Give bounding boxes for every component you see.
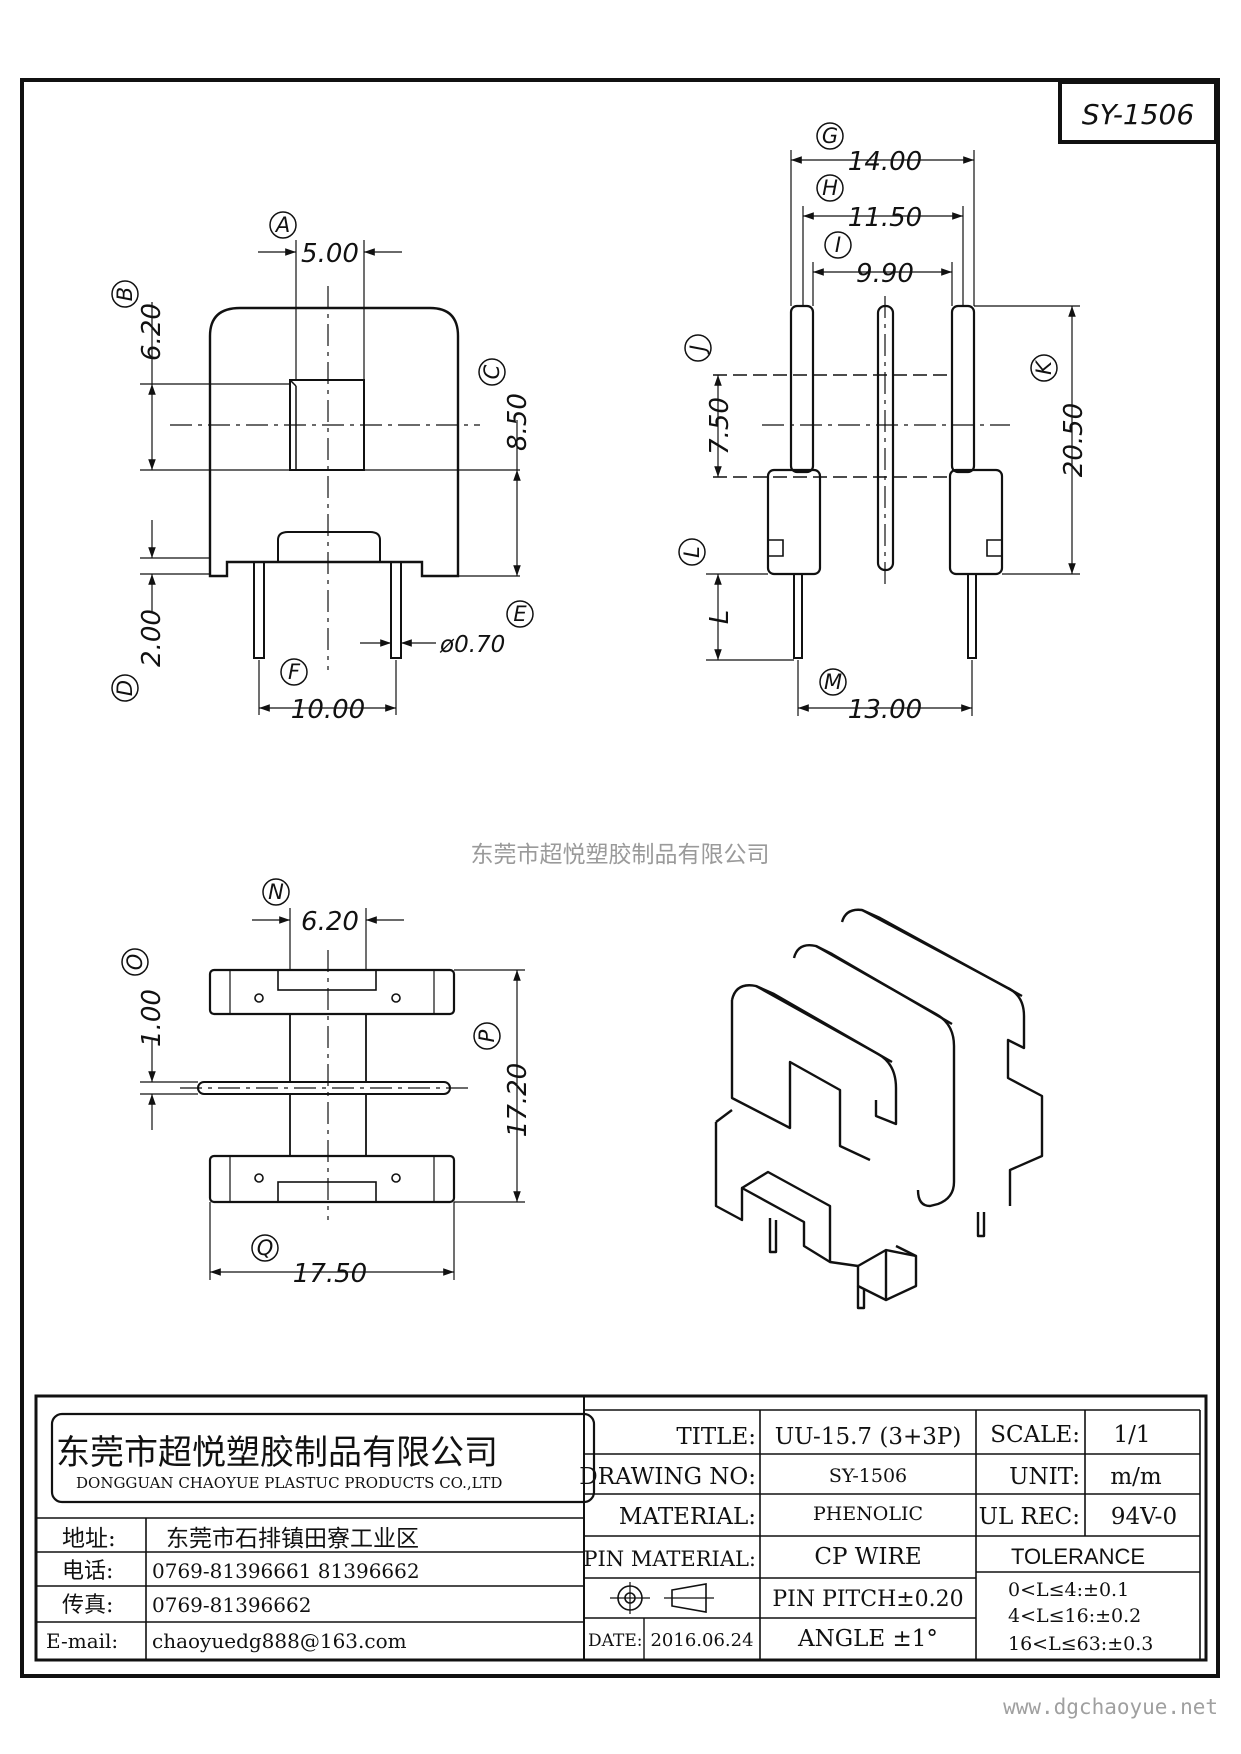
callout-H: H (822, 176, 838, 200)
callout-M: M (824, 670, 842, 694)
tolerance-row-1: 0<L≤4:±0.1 (1008, 1579, 1129, 1601)
callout-P: P (475, 1029, 499, 1042)
phone-value: 0769-81396661 81396662 (152, 1559, 420, 1583)
sheet-frame (20, 78, 1220, 1678)
dim-I: 9.90 (856, 259, 914, 289)
fax-value: 0769-81396662 (152, 1593, 311, 1617)
tolerance-row-3: 16<L≤63:±0.3 (1008, 1633, 1153, 1655)
dim-E: ø0.70 (439, 632, 505, 658)
callout-letters: A B C D E F G H I J K L M N O P Q (113, 124, 1056, 1260)
front-view (140, 240, 521, 715)
address-value: 东莞市石排镇田寮工业区 (166, 1526, 419, 1552)
tolerance-title: TOLERANCE (1011, 1544, 1145, 1569)
title-label: TITLE: (676, 1424, 756, 1450)
watermark-text: 东莞市超悦塑胶制品有限公司 (471, 842, 770, 868)
side-view (706, 150, 1080, 716)
isometric-view (714, 908, 1044, 1310)
part-number: SY-1506 (1082, 98, 1194, 131)
callout-O: O (123, 954, 147, 971)
callout-Q: Q (257, 1236, 274, 1260)
callout-markers (111, 122, 1058, 1262)
dim-Q: 17.50 (293, 1259, 367, 1289)
tolerance-row-2: 4<L≤16:±0.2 (1008, 1605, 1141, 1627)
callout-N: N (268, 880, 284, 904)
company-name-en: DONGGUAN CHAOYUE PLASTUC PRODUCTS CO.,LT… (76, 1474, 502, 1492)
drawing-no-label: DRAWING NO: (579, 1464, 756, 1490)
callout-A: A (274, 213, 290, 237)
dim-J: 7.50 (705, 397, 735, 455)
website-text: www.dgchaoyue.net (1003, 1695, 1218, 1719)
material-label: MATERIAL: (619, 1504, 756, 1530)
callout-E: E (513, 602, 527, 626)
dim-F: 10.00 (291, 695, 365, 725)
title-value: UU-15.7 (3+3P) (775, 1424, 962, 1450)
unit-label: UNIT: (1009, 1464, 1080, 1490)
date-value: 2016.06.24 (650, 1630, 753, 1651)
address-label: 地址: (62, 1526, 116, 1552)
callout-I: I (835, 233, 841, 257)
callout-D: D (113, 680, 137, 696)
email-label: E-mail: (46, 1629, 118, 1653)
scale-value: 1/1 (1113, 1422, 1150, 1448)
ul-rec-label: UL REC: (979, 1504, 1080, 1530)
dim-N: 6.20 (301, 907, 359, 937)
dim-C: 8.50 (503, 393, 533, 451)
pin-pitch: PIN PITCH±0.20 (772, 1587, 963, 1612)
phone-label: 电话: (62, 1559, 113, 1584)
scale-label: SCALE: (990, 1422, 1080, 1448)
unit-value: m/m (1110, 1464, 1162, 1490)
dim-O: 1.00 (137, 989, 167, 1047)
dim-G: 14.00 (848, 147, 922, 177)
callout-G: G (822, 124, 838, 148)
dim-P: 17.20 (503, 1063, 533, 1137)
pin-material-label: PIN MATERIAL: (583, 1547, 756, 1571)
top-view (140, 908, 525, 1280)
title-block-grid (34, 1394, 1208, 1662)
callout-B: B (113, 287, 137, 301)
callout-L: L (680, 546, 704, 558)
dim-M: 13.00 (848, 695, 922, 725)
part-number-box (1058, 80, 1218, 144)
dim-H: 11.50 (848, 203, 922, 233)
angle-tolerance: ANGLE ±1° (797, 1626, 938, 1652)
dim-K: 20.50 (1059, 403, 1089, 477)
material-value: PHENOLIC (813, 1503, 923, 1525)
dim-D: 2.00 (137, 609, 167, 667)
ul-rec-value: 94V-0 (1111, 1504, 1177, 1530)
callout-K: K (1032, 359, 1056, 375)
email-value: chaoyuedg888@163.com (152, 1629, 407, 1653)
callout-J: J (686, 345, 710, 355)
dim-B: 6.20 (137, 303, 167, 361)
drawing-no-value: SY-1506 (829, 1465, 907, 1487)
dim-A: 5.00 (301, 239, 359, 269)
callout-C: C (480, 364, 504, 379)
dim-L: L (705, 610, 735, 625)
date-label: DATE: (588, 1631, 642, 1651)
pin-material-value: CP WIRE (814, 1544, 921, 1570)
fax-label: 传真: (62, 1593, 113, 1618)
callout-F: F (288, 660, 301, 684)
company-name-cn: 东莞市超悦塑胶制品有限公司 (56, 1433, 498, 1473)
